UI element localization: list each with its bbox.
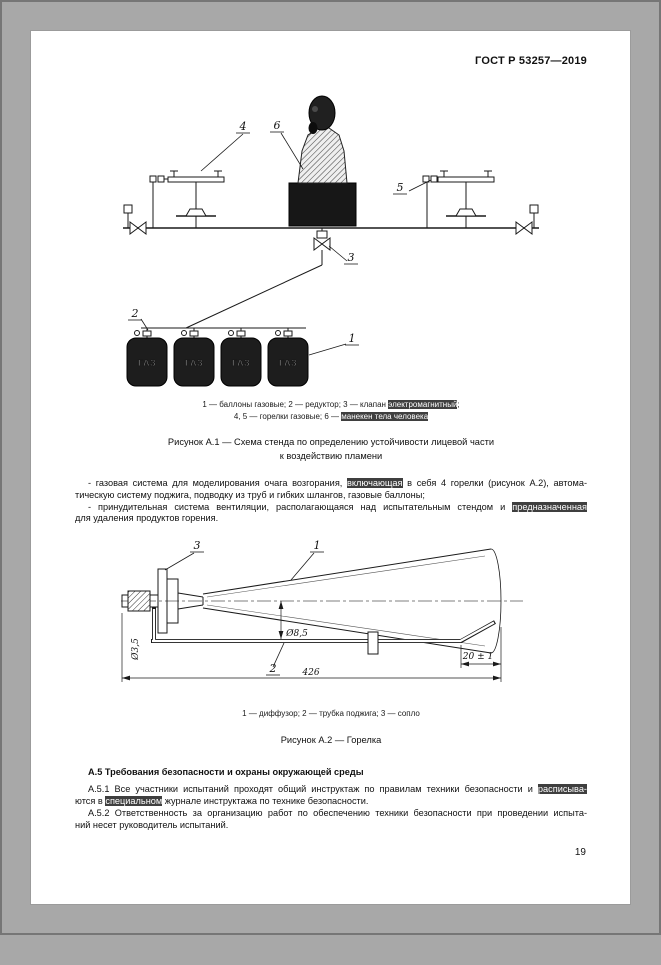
- doc-code: ГОСТ Р 53257—2019: [475, 55, 587, 67]
- legend-line: 4, 5 — горелки газовые; 6 — манекен тела…: [75, 411, 587, 423]
- document-page: ГОСТ Р 53257—2019: [30, 30, 631, 905]
- callout-leaders: [164, 551, 324, 676]
- text-segment: 1 — баллоны газовые; 2 — редуктор; 3 — к…: [202, 400, 389, 409]
- highlighted-text: предназначенная: [512, 501, 587, 512]
- paragraph-gas-system: - газовая система для моделирования очаг…: [75, 478, 587, 502]
- figure-a1-legend: 1 — баллоны газовые; 2 — редуктор; 3 — к…: [75, 399, 587, 422]
- text-segment: - принудительная система вентиляции, рас…: [88, 501, 513, 512]
- cylinder-label: ГАЗ: [232, 358, 250, 368]
- text-segment: в себя 4 горелки (рисунок А.2), автома-: [402, 478, 587, 489]
- paragraph-a51: А.5.1 Все участники испытаний проходят о…: [75, 784, 587, 808]
- dim-label-hole: Ø8,5: [285, 628, 308, 639]
- dim-label-end: 20 ± 1: [462, 652, 493, 662]
- dim-hole: [278, 601, 284, 640]
- tube-clamp: [367, 631, 379, 655]
- text-segment: 4, 5 — горелки газовые; 6 —: [233, 411, 342, 421]
- figure-a1-drawing: ГАЗ ГАЗ ГАЗ: [123, 95, 539, 387]
- doc-header: ГОСТ Р 53257—2019: [75, 55, 587, 67]
- mask-canister: [308, 122, 318, 134]
- section-a5-heading: А.5 Требования безопасности и охраны окр…: [88, 767, 364, 778]
- text-segment: журнале инструктажа по технике безопасно…: [162, 796, 369, 807]
- text-line: А.5.1 Все участники испытаний проходят о…: [75, 784, 587, 796]
- highlighted-text: специальном: [105, 796, 163, 807]
- mannequin: [288, 95, 357, 227]
- gas-mask-head: [308, 95, 336, 131]
- highlighted-text: электромагнитный: [388, 400, 458, 409]
- text-segment: ний несет руководитель испытаний.: [75, 819, 229, 830]
- callout-1: 1: [349, 332, 356, 345]
- figure-a2-drawing: 3 1 2 Ø8,5 426 20 ± 1 Ø3,5: [121, 539, 523, 683]
- callout-3: 3: [348, 251, 355, 264]
- ignition-tube: [151, 607, 496, 655]
- dim-end: [460, 645, 501, 669]
- callout-leaders: [128, 131, 432, 356]
- dim-label-length: 426: [301, 668, 319, 678]
- text-segment: ;: [457, 400, 460, 409]
- legend-line: 1 — диффузор; 2 — трубка поджига; 3 — со…: [75, 708, 587, 720]
- electromagnetic-valve: [313, 228, 331, 265]
- text-segment: - газовая система для моделирования очаг…: [88, 478, 348, 489]
- gas-cylinder: ГАЗ: [267, 328, 309, 387]
- cylinder-label: ГАЗ: [279, 358, 297, 368]
- callout-2: 2: [131, 307, 139, 320]
- text-line: тическую систему поджига, подводку из тр…: [75, 490, 587, 502]
- figure-a2-caption: Рисунок А.2 — Горелка: [75, 734, 587, 747]
- text-segment: ются в: [75, 796, 106, 807]
- mannequin-torso: [297, 127, 348, 184]
- callout-4: 4: [239, 120, 247, 133]
- gas-cylinder: ГАЗ: [173, 328, 215, 387]
- text-line: для удаления продуктов горения.: [75, 513, 587, 525]
- gas-cylinder: ГАЗ: [220, 328, 262, 387]
- gas-cylinder: ГАЗ: [126, 328, 168, 387]
- right-end-valve: [515, 204, 539, 235]
- figure-a1: ГАЗ ГАЗ ГАЗ: [75, 83, 587, 393]
- figure-a1-caption: Рисунок А.1 — Схема стенда по определени…: [75, 436, 587, 463]
- text-line: - принудительная система вентиляции, рас…: [75, 501, 587, 514]
- caption-line: Рисунок А.1 — Схема стенда по определени…: [167, 437, 495, 448]
- supply-pipe: [141, 264, 323, 329]
- text-segment: для удаления продуктов горения.: [75, 513, 219, 524]
- burner-stand-right: [422, 170, 495, 228]
- callout-3: 3: [194, 539, 201, 552]
- text-line: ний несет руководитель испытаний.: [75, 820, 587, 832]
- left-end-valve: [123, 204, 147, 235]
- caption-line: Рисунок А.2 — Горелка: [280, 734, 382, 745]
- text-line: - газовая система для моделирования очаг…: [75, 478, 587, 490]
- figure-a2-legend: 1 — диффузор; 2 — трубка поджига; 3 — со…: [75, 708, 587, 720]
- mannequin-pedestal: [288, 182, 357, 227]
- page-number: 19: [574, 847, 586, 858]
- paragraph-a52: А.5.2 Ответственность за организацию раб…: [75, 808, 587, 832]
- gas-inlet-fitting: [121, 590, 159, 612]
- callout-5: 5: [397, 181, 404, 194]
- callout-2: 2: [269, 662, 277, 675]
- legend-line: 1 — баллоны газовые; 2 — редуктор; 3 — к…: [75, 399, 587, 411]
- nozzle-body: [157, 568, 204, 634]
- cylinder-label: ГАЗ: [185, 358, 203, 368]
- burner-stand-left: [149, 170, 225, 228]
- highlighted-text: расписыва-: [537, 784, 587, 795]
- mask-eyepiece: [312, 106, 318, 112]
- text-segment: А.5.2 Ответственность за организацию раб…: [88, 807, 587, 818]
- text-segment: 1 — диффузор; 2 — трубка поджига; 3 — со…: [242, 709, 420, 719]
- text-segment: А.5.1 Все участники испытаний проходят о…: [88, 784, 538, 795]
- caption-line: к воздействию пламени: [279, 450, 383, 461]
- body-text: - газовая система для моделирования очаг…: [75, 478, 587, 525]
- highlighted-text: манекен тела человека: [341, 411, 429, 421]
- paragraph-ventilation: - принудительная система вентиляции, рас…: [75, 501, 587, 526]
- callout-1: 1: [314, 539, 321, 552]
- cylinder-label: ГАЗ: [138, 358, 156, 368]
- highlighted-text: включающая: [347, 478, 403, 489]
- callout-6: 6: [274, 119, 281, 132]
- dim-label-tube: Ø3,5: [130, 638, 141, 661]
- text-segment: тическую систему поджига, подводку из тр…: [75, 489, 425, 500]
- text-line: ются в специальном журнале инструктажа п…: [75, 796, 587, 808]
- text-line: А.5.2 Ответственность за организацию раб…: [75, 808, 587, 820]
- section-a5-text: А.5.1 Все участники испытаний проходят о…: [75, 784, 587, 831]
- dim-length: [121, 613, 502, 683]
- figure-a2: 3 1 2 Ø8,5 426 20 ± 1 Ø3,5: [75, 537, 587, 702]
